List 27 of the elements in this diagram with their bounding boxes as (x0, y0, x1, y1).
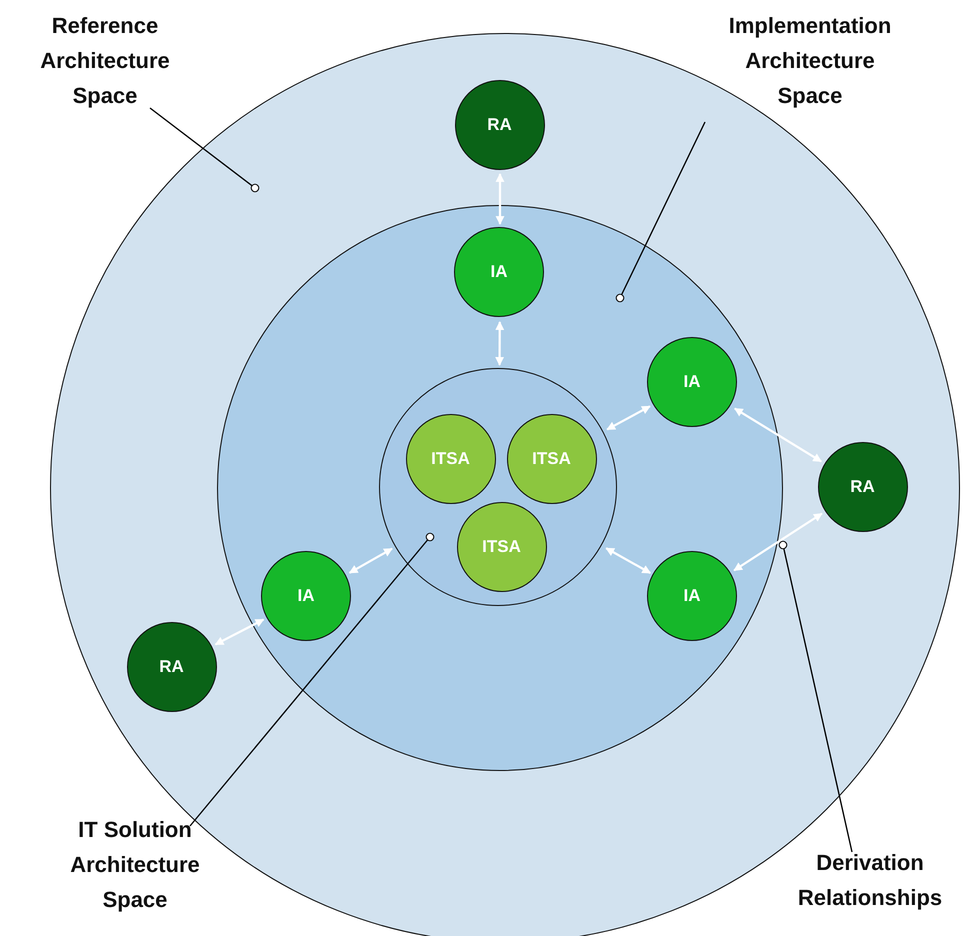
circle-label: RA (487, 114, 512, 134)
circle-label: ITSA (482, 536, 521, 556)
space-label: Derivation Relationships (770, 845, 963, 915)
circle-label: RA (850, 476, 875, 496)
double-arrow (348, 548, 393, 574)
double-arrow (606, 405, 651, 430)
circle-label: IA (298, 586, 314, 606)
space-label: IT Solution Architecture Space (40, 812, 230, 917)
circle-label: ITSA (431, 448, 470, 468)
leader-line (616, 122, 706, 302)
circle-label: ITSA (532, 448, 571, 468)
circle-label: IA (684, 372, 700, 392)
architecture-circle (261, 551, 351, 641)
circle-label: IA (684, 586, 700, 606)
space-label: Reference Architecture Space (10, 8, 200, 113)
circle-label: IA (490, 262, 508, 282)
double-arrow (734, 408, 822, 462)
leader-line (150, 107, 260, 192)
space-label: Implementation Architecture Space (715, 8, 905, 113)
double-arrow (496, 173, 504, 225)
leader-line (778, 540, 853, 852)
circle-label: RA (159, 656, 184, 676)
leader-line (190, 532, 434, 826)
double-arrow (733, 512, 823, 572)
double-arrow (495, 321, 504, 366)
double-arrow (214, 618, 264, 646)
double-arrow (605, 547, 652, 574)
